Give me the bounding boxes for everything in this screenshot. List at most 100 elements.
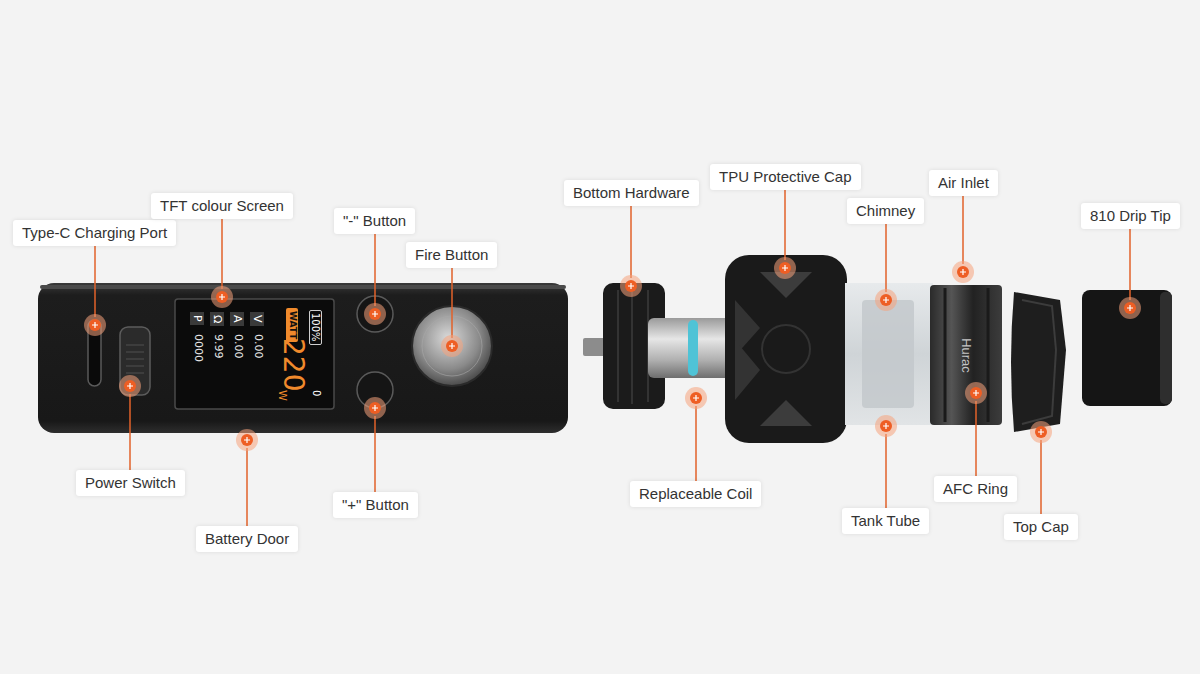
cutout xyxy=(735,340,760,400)
callout-label: Bottom Hardware xyxy=(573,184,690,202)
hardware-grooves xyxy=(618,288,648,404)
callout-box: 810 Drip Tip xyxy=(1081,203,1180,229)
tpu-cap xyxy=(725,255,847,443)
leader-line xyxy=(885,434,887,508)
callout-box: Battery Door xyxy=(196,526,298,552)
screen-display: 100% 0 WATT220W V 0.00 A 0.00 Ω 9.99 P 0000 xyxy=(180,304,328,404)
readout-key: V xyxy=(250,312,264,326)
leader-line xyxy=(1040,440,1042,514)
leader-line xyxy=(246,448,248,526)
tank-tube xyxy=(845,283,933,425)
callout-label: AFC Ring xyxy=(943,480,1008,498)
callout-dot xyxy=(685,387,707,409)
readout-key: Ω xyxy=(210,312,224,326)
callout-label: Battery Door xyxy=(205,530,289,548)
callout-label: Chimney xyxy=(856,202,915,220)
cap-rim xyxy=(1022,300,1056,424)
callout-box: Power Switch xyxy=(76,470,185,496)
leader-line xyxy=(221,219,223,289)
cutout xyxy=(760,400,812,426)
callout-box: Tank Tube xyxy=(842,508,929,534)
callout-box: "+" Button xyxy=(333,492,418,518)
callout-dot xyxy=(84,314,106,336)
callout-dot xyxy=(364,303,386,325)
callout-dot xyxy=(441,335,463,357)
callout-label: "+" Button xyxy=(342,496,409,514)
chimney xyxy=(862,300,914,408)
readout-key: P xyxy=(190,312,204,325)
callout-box: Replaceable Coil xyxy=(630,481,761,507)
leader-line xyxy=(784,190,786,260)
mode-badge: WATT xyxy=(286,308,298,342)
callout-dot xyxy=(952,261,974,283)
readout-value: 0.00 xyxy=(232,334,244,359)
callout-label: TFT colour Screen xyxy=(160,197,284,215)
callout-box: Air Inlet xyxy=(929,170,998,196)
brand-engraving: Hurac xyxy=(959,338,974,373)
callout-dot xyxy=(875,415,897,437)
leader-line xyxy=(374,234,376,306)
leader-line xyxy=(129,394,131,470)
callout-label: Tank Tube xyxy=(851,512,920,530)
callout-dot xyxy=(211,286,233,308)
wattage-value: 220 xyxy=(277,338,308,391)
ring-bands xyxy=(945,288,988,422)
callout-dot xyxy=(119,375,141,397)
callout-label: Replaceable Coil xyxy=(639,485,752,503)
o-ring xyxy=(688,320,698,376)
mod-body xyxy=(38,283,568,433)
top-cap xyxy=(1011,292,1066,432)
callout-box: Type-C Charging Port xyxy=(13,220,176,246)
leader-line xyxy=(695,406,697,481)
callout-box: TPU Protective Cap xyxy=(710,164,861,190)
callout-label: TPU Protective Cap xyxy=(719,168,852,186)
callout-label: 810 Drip Tip xyxy=(1090,207,1171,225)
callout-box: "-" Button xyxy=(334,208,415,234)
callout-dot xyxy=(364,397,386,419)
callout-dot xyxy=(1030,421,1052,443)
callout-box: TFT colour Screen xyxy=(151,193,293,219)
drip-tip-rim xyxy=(1160,292,1172,404)
leader-line xyxy=(885,224,887,292)
battery-level: 100% xyxy=(309,310,322,345)
callout-dot xyxy=(1119,297,1141,319)
readout-value: 9.99 xyxy=(212,334,224,359)
callout-label: Top Cap xyxy=(1013,518,1069,536)
switch-ridges xyxy=(126,345,144,373)
leader-line xyxy=(451,268,453,338)
callout-dot xyxy=(774,257,796,279)
tft-screen xyxy=(175,299,334,409)
callout-label: "-" Button xyxy=(343,212,406,230)
callout-box: Bottom Hardware xyxy=(564,180,699,206)
callout-box: Top Cap xyxy=(1004,514,1078,540)
drip-tip xyxy=(1082,290,1172,406)
leader-line xyxy=(1129,229,1131,300)
callout-box: AFC Ring xyxy=(934,476,1017,502)
callout-dot xyxy=(236,429,258,451)
callout-dot xyxy=(620,275,642,297)
coil xyxy=(648,318,736,378)
afc-ring xyxy=(930,285,1002,425)
callout-dot xyxy=(875,289,897,311)
mod-edge xyxy=(40,285,566,289)
wattage-unit: W xyxy=(276,390,288,401)
callout-label: Fire Button xyxy=(415,246,488,264)
leader-line xyxy=(975,401,977,476)
callout-label: Power Switch xyxy=(85,474,176,492)
leader-line xyxy=(962,196,964,264)
leader-line xyxy=(94,246,96,317)
puff-count: 0 xyxy=(311,390,322,396)
tank xyxy=(583,255,1172,443)
readout-key: A xyxy=(230,312,244,326)
callout-label: Air Inlet xyxy=(938,174,989,192)
callout-box: Fire Button xyxy=(406,242,497,268)
readout-value: 0.00 xyxy=(252,334,264,359)
box-mod xyxy=(38,283,568,433)
leader-line xyxy=(374,416,376,492)
leader-line xyxy=(630,206,632,278)
readout-value: 0000 xyxy=(192,334,204,362)
callout-box: Chimney xyxy=(847,198,924,224)
